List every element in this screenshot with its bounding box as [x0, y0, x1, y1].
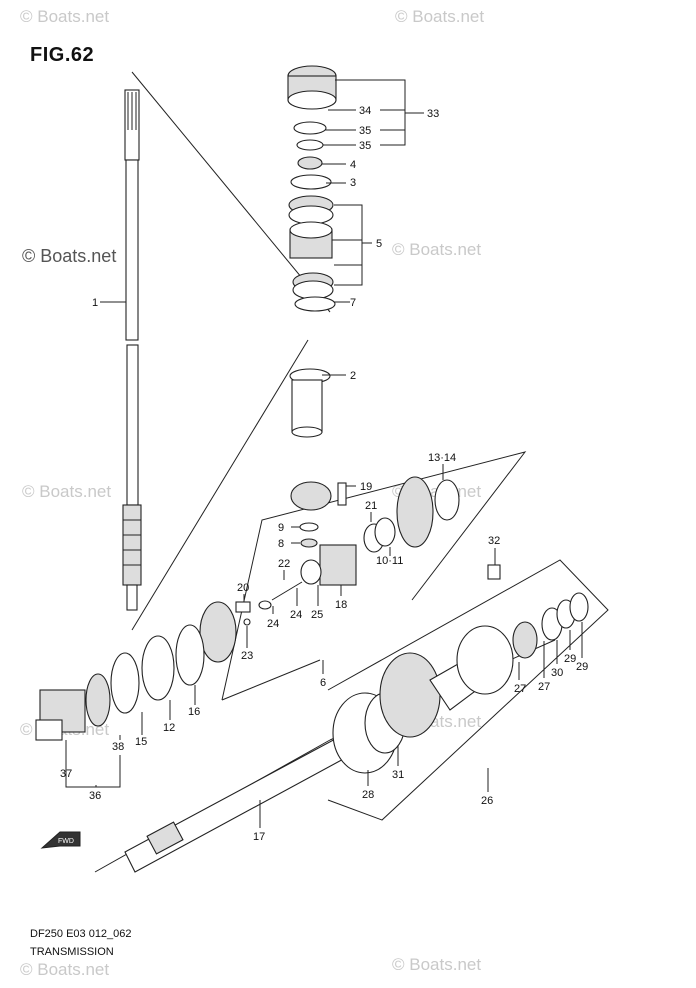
callout-28: 28	[362, 789, 374, 801]
callout-13-14: 13·14	[428, 452, 456, 464]
callout-24: 24	[267, 618, 279, 630]
callout-29: 29	[564, 653, 576, 665]
callout-17: 17	[253, 831, 265, 843]
watermark: © Boats.net	[22, 246, 116, 266]
callout-35: 35	[359, 125, 371, 137]
watermark: © Boats.net	[395, 7, 484, 26]
callout-labels: 1 2 3 4 5 6 7 8 9 10·11 12 13·14 15 16 1…	[60, 105, 588, 843]
callout-25: 25	[311, 609, 323, 621]
callout-20: 20	[237, 582, 249, 594]
callout-32: 32	[488, 535, 500, 547]
callout-16: 16	[188, 706, 200, 718]
callout-27: 27	[514, 683, 526, 695]
callout-31: 31	[392, 769, 404, 781]
watermark: © Boats.net	[392, 955, 481, 974]
watermark: © Boats.net	[20, 7, 109, 26]
callout-23: 23	[241, 650, 253, 662]
callout-6: 6	[320, 677, 326, 689]
propeller-shaft-housing	[332, 564, 589, 774]
callout-30: 30	[551, 667, 563, 679]
pinion-gear	[290, 481, 332, 548]
callout-9: 9	[278, 522, 284, 534]
diagram-name: TRANSMISSION	[30, 946, 114, 958]
clutch-assembly	[235, 482, 396, 626]
callout-5: 5	[376, 238, 382, 250]
bushing	[289, 368, 331, 438]
callout-22: 22	[278, 558, 290, 570]
callout-29: 29	[576, 661, 588, 673]
leader-lines	[65, 79, 583, 828]
callout-37: 37	[60, 768, 72, 780]
watermark: © Boats.net	[22, 482, 111, 501]
drive-shaft	[122, 89, 142, 611]
callout-34: 34	[359, 105, 371, 117]
diagram-code: DF250 E03 012_062	[30, 928, 132, 940]
watermark: © Boats.net	[20, 960, 109, 979]
callout-12: 12	[163, 722, 175, 734]
callout-33: 33	[427, 108, 439, 120]
callout-21: 21	[365, 500, 377, 512]
callout-7: 7	[350, 297, 356, 309]
callout-26: 26	[481, 795, 493, 807]
callout-24: 24	[290, 609, 302, 621]
watermark: © Boats.net	[392, 240, 481, 259]
forward-direction-arrow: FWD	[40, 831, 81, 849]
callout-4: 4	[350, 159, 356, 171]
reverse-gear	[35, 601, 237, 741]
callout-15: 15	[135, 736, 147, 748]
callout-35: 35	[359, 140, 371, 152]
callout-18: 18	[335, 599, 347, 611]
pinion-bearing-stack	[287, 65, 337, 312]
callout-27: 27	[538, 681, 550, 693]
callout-10-11: 10·11	[376, 555, 403, 567]
callout-8: 8	[278, 538, 284, 550]
callout-2: 2	[350, 370, 356, 382]
figure-title: FIG.62	[30, 44, 95, 66]
callout-3: 3	[350, 177, 356, 189]
callout-36: 36	[89, 790, 101, 802]
fwd-label: FWD	[58, 838, 74, 845]
forward-gear	[396, 476, 460, 548]
callout-1: 1	[92, 297, 98, 309]
propeller-shaft	[124, 729, 361, 873]
callout-19: 19	[360, 481, 372, 493]
callout-38: 38	[112, 741, 124, 753]
